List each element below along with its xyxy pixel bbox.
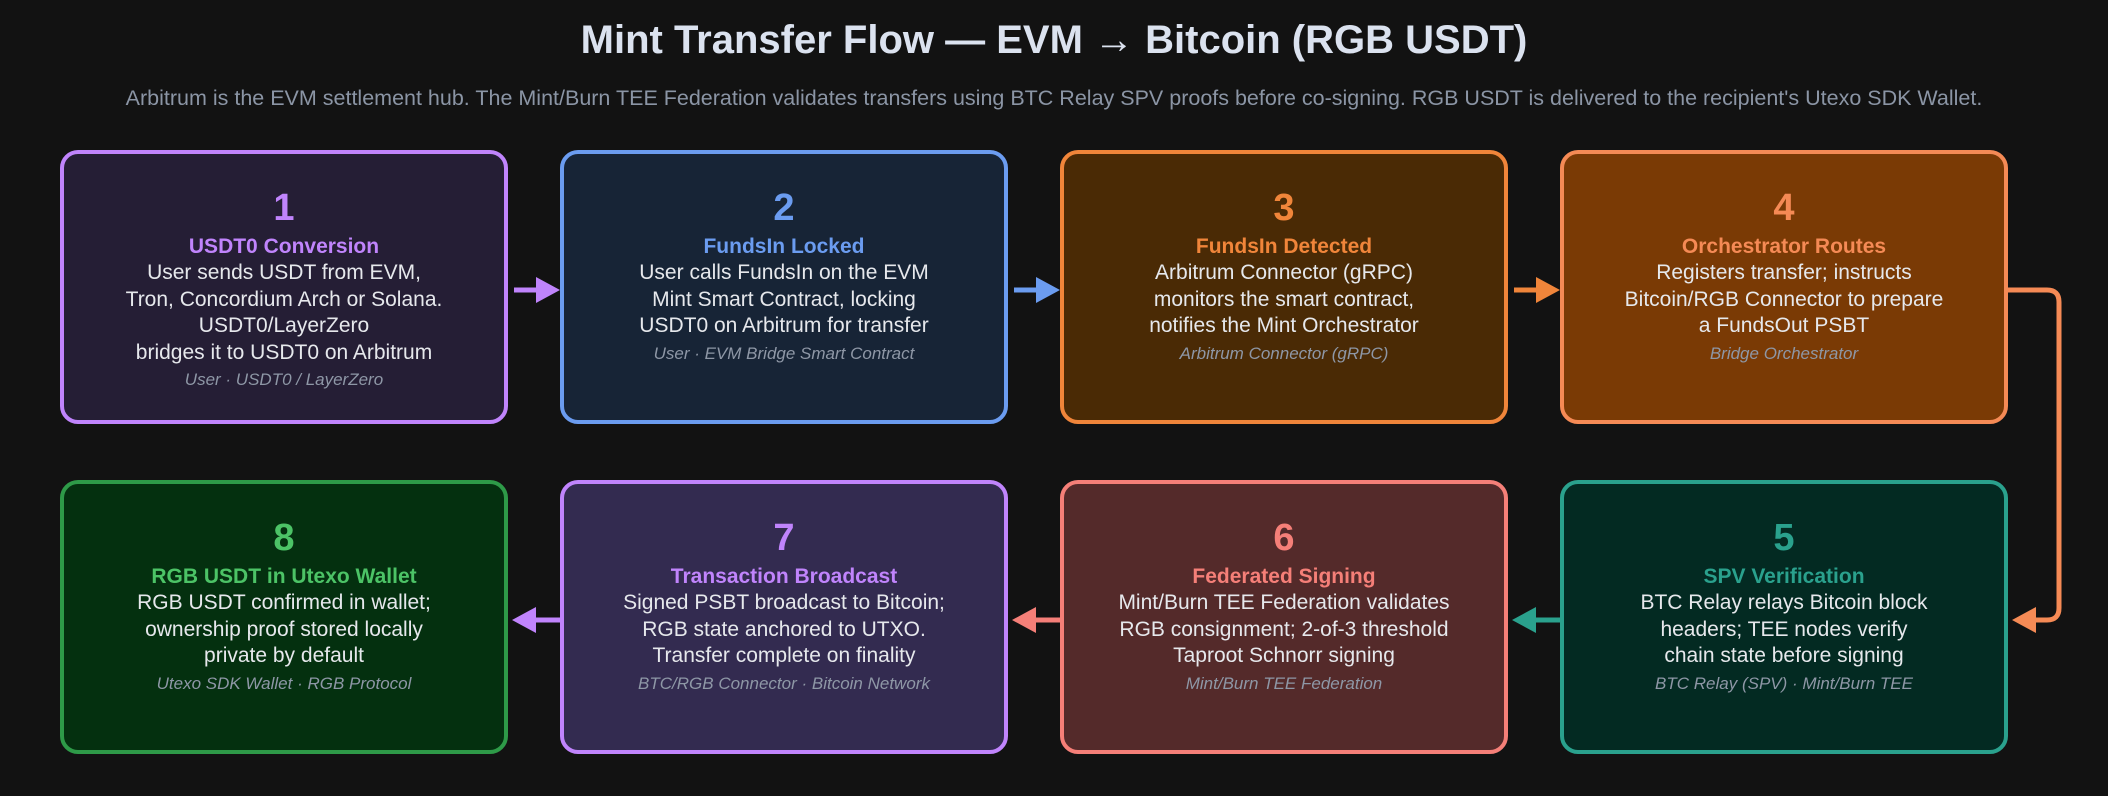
arrow-2-to-3 xyxy=(1014,277,1060,303)
step-description: Registers transfer; instructs Bitcoin/RG… xyxy=(1624,261,1944,337)
arrow-5-to-6 xyxy=(1512,607,1560,633)
step-description: RGB USDT confirmed in wallet; ownership … xyxy=(137,591,431,667)
step-number: 3 xyxy=(1273,187,1295,229)
step-1-box: 1 USDT0 Conversion User sends USDT from … xyxy=(60,150,508,424)
step-description: Mint/Burn TEE Federation validates RGB c… xyxy=(1118,591,1450,667)
step-name: Orchestrator Routes xyxy=(1681,235,1887,258)
step-number: 5 xyxy=(1773,517,1795,559)
step-name: RGB USDT in Utexo Wallet xyxy=(151,565,417,588)
diagram-title: Mint Transfer Flow — EVM → Bitcoin (RGB … xyxy=(580,18,1528,62)
step-2-box: 2 FundsIn Locked User calls FundsIn on t… xyxy=(560,150,1008,424)
step-actors: Arbitrum Connector (gRPC) xyxy=(1179,343,1389,363)
step-description: User calls FundsIn on the EVM Mint Smart… xyxy=(639,261,929,337)
step-name: USDT0 Conversion xyxy=(188,235,380,258)
arrow-3-to-4 xyxy=(1514,277,1560,303)
arrow-6-to-7 xyxy=(1012,607,1060,633)
arrow-7-to-8 xyxy=(512,607,560,633)
step-actors: Mint/Burn TEE Federation xyxy=(1185,673,1383,693)
step-number: 8 xyxy=(273,517,295,559)
step-actors: BTC/RGB Connector · Bitcoin Network xyxy=(638,673,930,693)
step-actors: User · USDT0 / LayerZero xyxy=(184,370,384,389)
step-number: 1 xyxy=(273,187,295,229)
step-name: Transaction Broadcast xyxy=(670,565,898,588)
step-actors: BTC Relay (SPV) · Mint/Burn TEE xyxy=(1655,673,1913,693)
step-number: 7 xyxy=(773,517,795,559)
step-3-box: 3 FundsIn Detected Arbitrum Connector (g… xyxy=(1060,150,1508,424)
step-number: 6 xyxy=(1273,517,1295,559)
step-number: 2 xyxy=(773,187,795,229)
step-actors: Bridge Orchestrator xyxy=(1709,343,1859,363)
step-name: SPV Verification xyxy=(1703,565,1865,588)
step-actors: Utexo SDK Wallet · RGB Protocol xyxy=(156,673,412,693)
step-name: FundsIn Detected xyxy=(1195,235,1373,258)
step-name: Federated Signing xyxy=(1192,565,1376,588)
arrow-1-to-2 xyxy=(514,277,560,303)
step-number: 4 xyxy=(1773,187,1795,229)
step-description: BTC Relay relays Bitcoin block headers; … xyxy=(1640,591,1928,667)
step-6-box: 6 Federated Signing Mint/Burn TEE Federa… xyxy=(1060,480,1508,754)
step-7-box: 7 Transaction Broadcast Signed PSBT broa… xyxy=(560,480,1008,754)
diagram-subtitle: Arbitrum is the EVM settlement hub. The … xyxy=(125,86,1983,110)
step-name: FundsIn Locked xyxy=(703,235,865,258)
step-8-box: 8 RGB USDT in Utexo Wallet RGB USDT conf… xyxy=(60,480,508,754)
step-description: Signed PSBT broadcast to Bitcoin; RGB st… xyxy=(623,591,945,667)
step-actors: User · EVM Bridge Smart Contract xyxy=(653,343,915,363)
step-5-box: 5 SPV Verification BTC Relay relays Bitc… xyxy=(1560,480,2008,754)
step-description: Arbitrum Connector (gRPC) monitors the s… xyxy=(1149,261,1419,337)
step-description: User sends USDT from EVM, Tron, Concordi… xyxy=(125,261,443,364)
arrow-4-to-5 xyxy=(2008,287,2062,633)
step-4-box: 4 Orchestrator Routes Registers transfer… xyxy=(1560,150,2008,424)
